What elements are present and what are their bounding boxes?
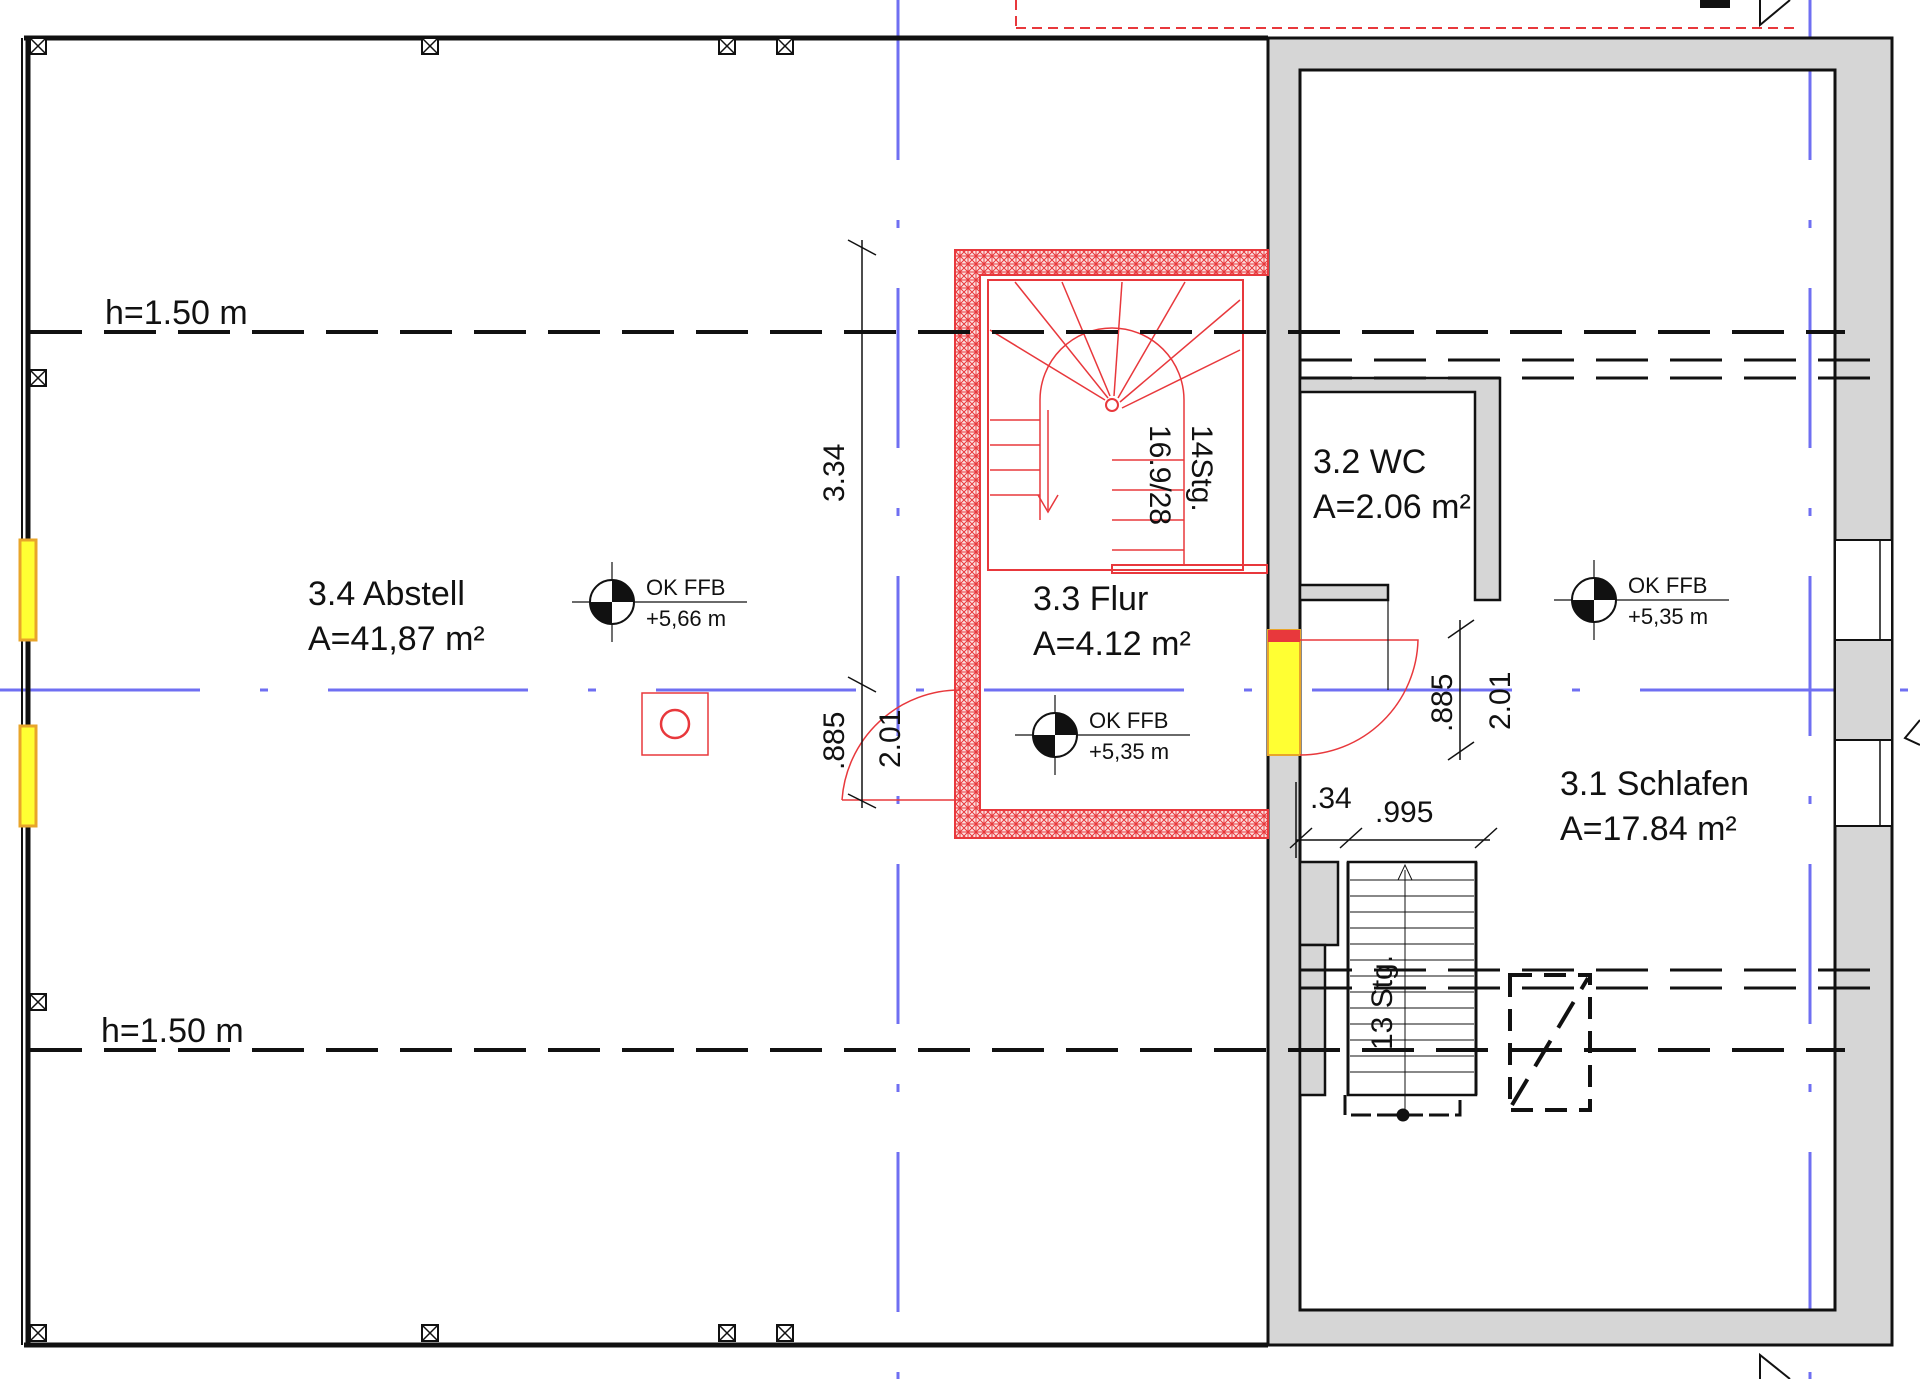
dim-left-885: .885 [818, 712, 851, 770]
height-lines [30, 330, 1890, 1052]
room-schlafen-name: 3.1 Schlafen [1560, 765, 1749, 803]
chimney-icon [641, 692, 709, 756]
dim-left-201: 2.01 [874, 710, 907, 768]
attic-stair [1343, 860, 1478, 1122]
dim-wall-34: .34 [1310, 782, 1352, 815]
column-marker-icon [29, 369, 47, 387]
north-arrow-icon [1903, 719, 1920, 746]
level-markers: OK FFB +5,66 m OK FFB +5,35 m OK FFB +5,35 m [572, 560, 1729, 775]
column-marker-icon [776, 1324, 794, 1342]
dimension-texts: 3.34 .885 2.01 .885 2.01 .34 .995 14Stg.… [818, 425, 1517, 1050]
room-labels: 3.4 Abstell A=41,87 m² 3.3 Flur A=4.12 m… [308, 443, 1749, 848]
stair-attic-steps: 13 Stg. [1366, 955, 1399, 1050]
column-marker-icon [776, 37, 794, 55]
room-wc-name: 3.2 WC [1313, 443, 1426, 481]
room-flur-name: 3.3 Flur [1033, 580, 1148, 618]
level-marker-label: OK FFB [646, 575, 725, 600]
level-marker-icon: OK FFB +5,66 m [572, 562, 747, 642]
column-marker-icon [29, 37, 47, 55]
room-flur-area: A=4.12 m² [1033, 625, 1191, 663]
room-wc-area: A=2.06 m² [1313, 488, 1471, 526]
column-marker-icon [718, 37, 736, 55]
room-schlafen-area: A=17.84 m² [1560, 810, 1737, 848]
level-marker-value: +5,66 m [646, 606, 726, 631]
stair-main-ratio: 16.9/28 [1143, 425, 1176, 525]
height-labels: h=1.50 m h=1.50 m [96, 294, 280, 1050]
dim-right-885: .885 [1426, 674, 1459, 732]
left-windows [18, 538, 38, 828]
room-abstell-area: A=41,87 m² [308, 620, 485, 658]
level-marker-label: OK FFB [1628, 573, 1707, 598]
stair-main-steps: 14Stg. [1185, 425, 1218, 512]
dim-stair-height: 3.34 [818, 444, 851, 502]
height-label-top: h=1.50 m [105, 294, 248, 332]
top-boundary [1015, 0, 1800, 1379]
level-marker-value: +5,35 m [1628, 604, 1708, 629]
column-marker-icon [718, 1324, 736, 1342]
right-room-walls [1266, 36, 1894, 1347]
column-marker-icon [421, 1324, 439, 1342]
dim-opening-995: .995 [1375, 796, 1433, 829]
roof-window-symbol [1508, 973, 1592, 1112]
column-marker-icon [29, 993, 47, 1011]
dimension-lines [847, 239, 1498, 858]
dim-right-201: 2.01 [1484, 672, 1517, 730]
level-marker-icon: OK FFB +5,35 m [1015, 695, 1190, 775]
door-swings [841, 600, 1419, 801]
column-markers [29, 37, 794, 1342]
column-marker-icon [29, 1324, 47, 1342]
column-marker-icon [421, 37, 439, 55]
level-marker-value: +5,35 m [1089, 739, 1169, 764]
height-label-bottom: h=1.50 m [101, 1012, 244, 1050]
main-stair [954, 249, 1269, 839]
room-abstell-name: 3.4 Abstell [308, 575, 465, 613]
level-marker-icon: OK FFB +5,35 m [1554, 560, 1729, 640]
abstell-outline [21, 35, 1268, 1348]
level-marker-label: OK FFB [1089, 708, 1168, 733]
